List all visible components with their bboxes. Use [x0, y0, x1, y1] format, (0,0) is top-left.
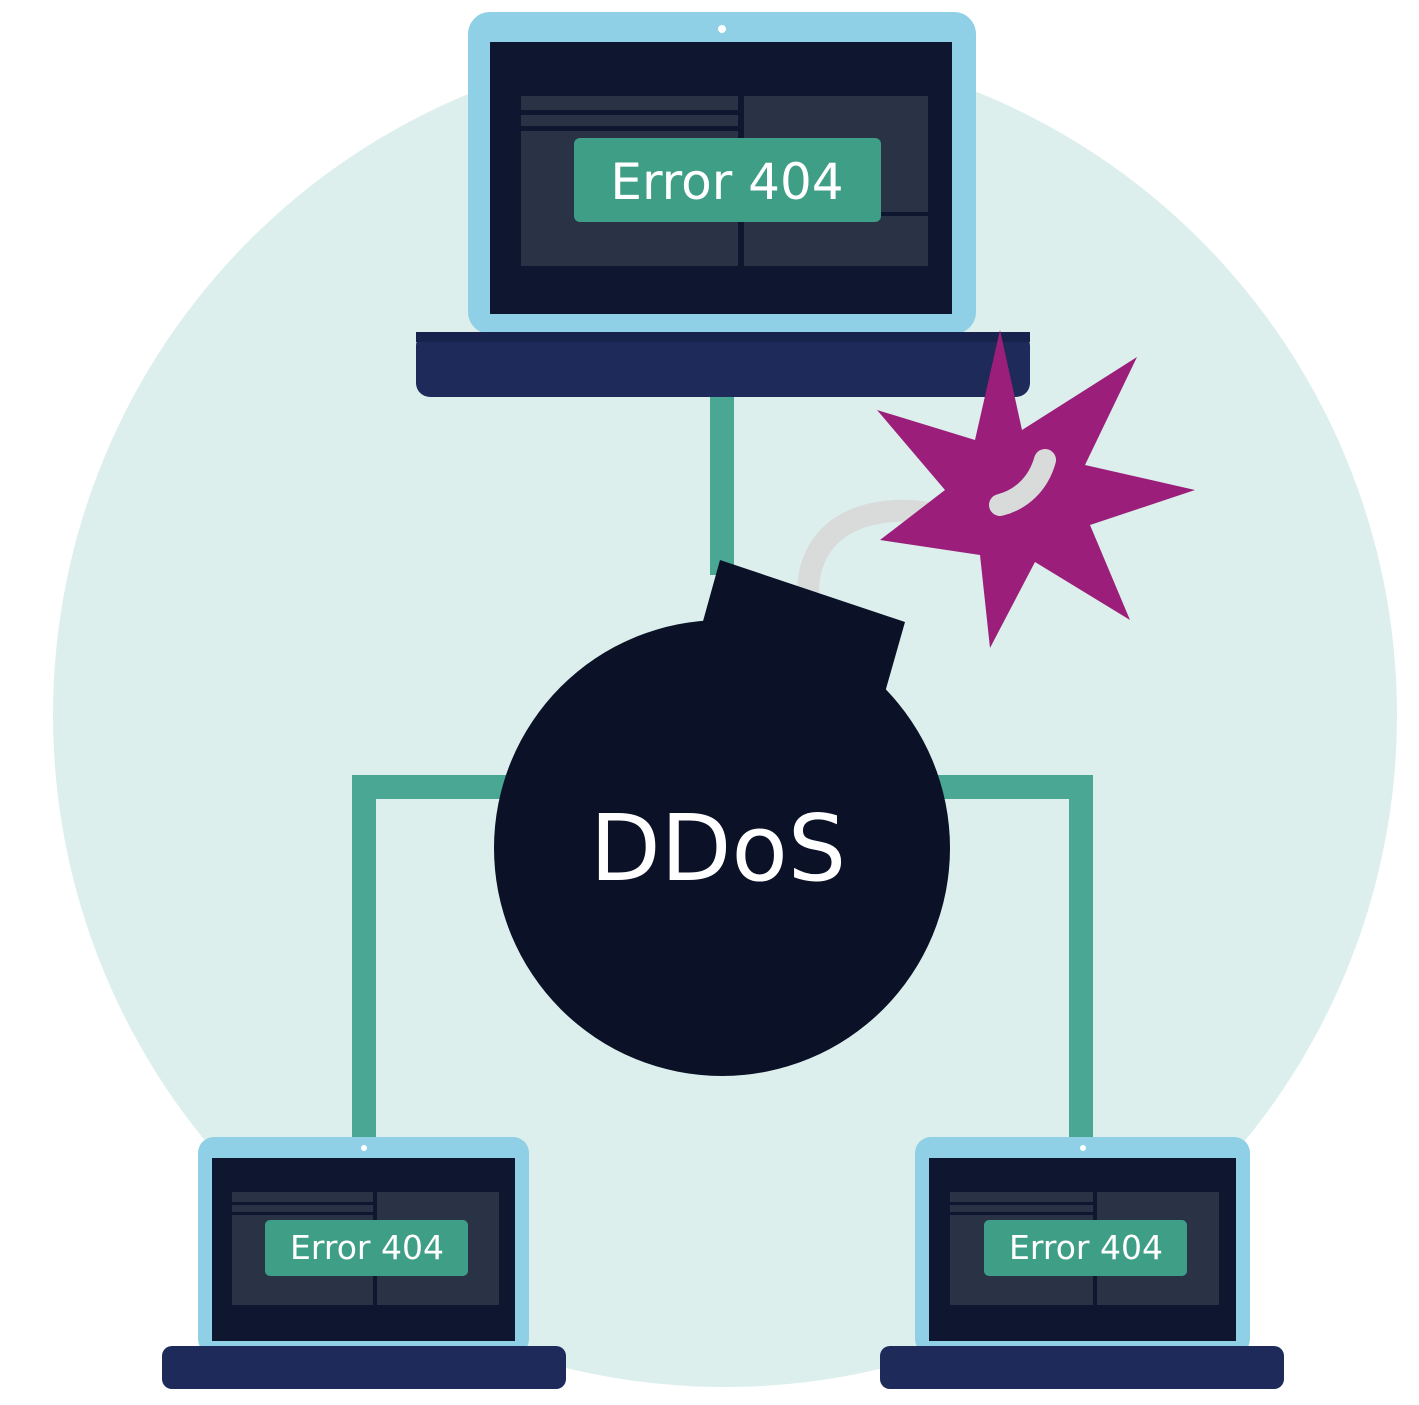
- client-laptop-right: Error 404: [880, 1137, 1284, 1389]
- error-label: Error 404: [1009, 1228, 1163, 1267]
- bomb-icon: DDoS: [494, 560, 950, 1076]
- bomb-label: DDoS: [590, 795, 846, 902]
- bomb-body: [494, 620, 950, 1076]
- error-badge: [265, 1220, 468, 1276]
- connector-server-to-bomb: [710, 395, 734, 575]
- connector-lines: [352, 395, 1093, 1140]
- client-laptop-left: Error 404: [162, 1137, 566, 1389]
- webcam: [1080, 1145, 1086, 1151]
- connector-left-vertical: [352, 775, 376, 1140]
- window-toolbar-line: [950, 1202, 1093, 1205]
- laptop-base-shadow: [416, 332, 1030, 342]
- window-toolbar-line: [521, 126, 738, 131]
- connector-right-horizontal: [935, 775, 1093, 799]
- window-toolbar-line: [521, 110, 738, 115]
- error-badge: [984, 1220, 1187, 1276]
- server-laptop: Error 404: [416, 12, 1030, 397]
- error-label: Error 404: [610, 153, 843, 211]
- error-label: Error 404: [290, 1228, 444, 1267]
- window-toolbar-line: [232, 1202, 373, 1205]
- laptop-base: [162, 1346, 566, 1389]
- webcam: [361, 1145, 367, 1151]
- webcam: [718, 25, 726, 33]
- connector-right-vertical: [1069, 775, 1093, 1140]
- window-toolbar-line: [232, 1212, 373, 1215]
- error-badge: [574, 138, 881, 222]
- connector-left-horizontal: [352, 775, 512, 799]
- window-toolbar-line: [950, 1212, 1093, 1215]
- laptop-base: [880, 1346, 1284, 1389]
- fuse-tip: [989, 449, 1056, 516]
- laptop-base: [416, 332, 1030, 397]
